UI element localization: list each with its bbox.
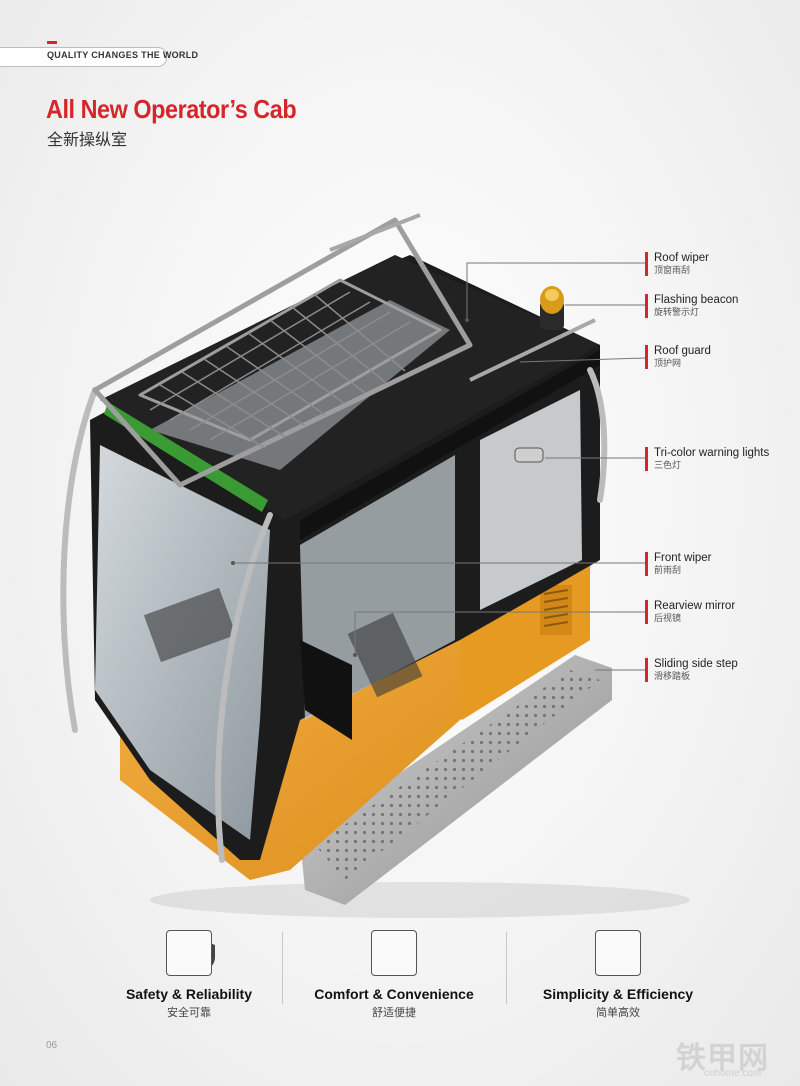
feature-title-en: Safety & Reliability (125, 986, 253, 1002)
callout-label-en: Front wiper (654, 552, 712, 564)
callout-flashing-beacon: Flashing beacon 旋转警示灯 (645, 294, 738, 318)
roof-guard (92, 217, 473, 488)
callout-roof-wiper: Roof wiper 顶窗雨刮 (645, 252, 709, 276)
feature-divider (506, 932, 507, 1004)
handrails (60, 367, 608, 863)
roof-guard-grid (149, 291, 411, 449)
feature-title-en: Comfort & Convenience (314, 986, 474, 1002)
feature-divider (282, 932, 283, 1004)
callout-label-cn: 滑移踏板 (654, 671, 691, 681)
feature-icon-frame (166, 930, 212, 976)
feature-title-cn: 安全可靠 (167, 1007, 211, 1019)
callout-label-en: Tri-color warning lights (654, 447, 770, 459)
callout-label-cn: 三色灯 (654, 460, 682, 470)
tri-color-light (514, 447, 544, 463)
feature-simplicity: Simplicity & Efficiency 简单高效 (508, 930, 728, 1020)
callout-label-cn: 顶护网 (654, 358, 682, 368)
callout-label-en: Roof wiper (654, 252, 709, 264)
callout-tri-color-lights: Tri-color warning lights 三色灯 (645, 447, 769, 471)
cab-interior (143, 587, 423, 698)
callout-label-en: Roof guard (654, 345, 711, 357)
page-title: All New Operator’s Cab (46, 94, 297, 124)
page-subtitle: 全新操纵室 (47, 132, 128, 149)
flashing-beacon (540, 286, 564, 330)
feature-title-cn: 舒适便捷 (372, 1007, 416, 1019)
feature-icon-frame (371, 930, 417, 976)
callout-label-en: Flashing beacon (654, 294, 739, 306)
callout-label-cn: 旋转警示灯 (654, 307, 700, 317)
green-light-bar (104, 402, 268, 512)
watermark-logo: 铁甲网 (676, 1042, 769, 1075)
feature-safety: Safety & Reliability 安全可靠 (79, 930, 299, 1020)
callout-sliding-side-step: Sliding side step 滑移踏板 (645, 658, 738, 682)
callout-label-en: Sliding side step (654, 658, 738, 670)
callout-rearview-mirror: Rearview mirror 后视镜 (645, 600, 735, 624)
feature-title-en: Simplicity & Efficiency (542, 986, 694, 1002)
page-number: 06 (46, 1040, 58, 1051)
feature-comfort: Comfort & Convenience 舒适便捷 (284, 930, 504, 1020)
callout-roof-guard: Roof guard 顶护网 (645, 345, 711, 369)
callout-label-en: Rearview mirror (654, 600, 736, 612)
feature-title-cn: 简单高效 (596, 1007, 640, 1019)
sliding-side-step (300, 655, 612, 905)
callout-label-cn: 后视镜 (654, 613, 682, 623)
header-tagline: QUALITY CHANGES THE WORLD (47, 50, 199, 60)
header-accent-bar (47, 41, 57, 44)
roof-rails (329, 213, 596, 382)
feature-icon-frame (595, 930, 641, 976)
callout-label-cn: 顶窗雨刮 (654, 265, 691, 275)
header-strip (0, 47, 167, 67)
callout-front-wiper: Front wiper 前雨刮 (645, 552, 712, 576)
callout-label-cn: 前雨刮 (654, 565, 682, 575)
ground-shadow (150, 882, 690, 918)
watermark-site: cehome.com (704, 1068, 762, 1079)
callout-leader-lines (233, 262, 646, 671)
rearview-mirror (300, 640, 352, 740)
